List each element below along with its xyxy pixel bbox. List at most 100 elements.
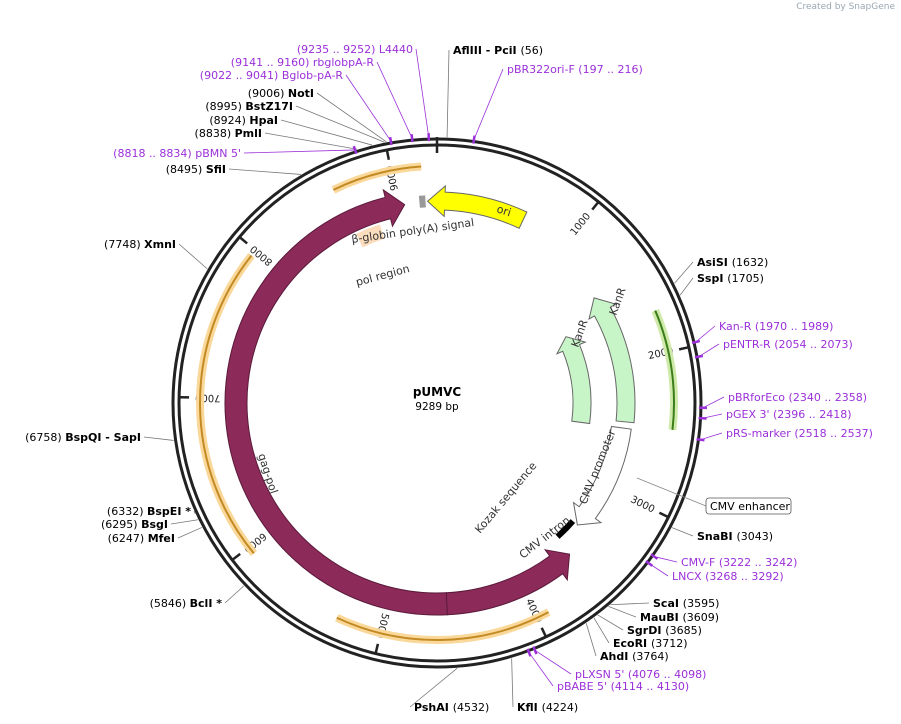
gag-pol-arrow-end [445,549,571,616]
site-coord: (56) [520,44,543,57]
cmv-enhancer-label: CMV enhancer [710,500,790,513]
enzyme-site-label: SgrDI (3685) [627,624,702,637]
feature-arrows [224,184,636,616]
site-name: pENTR-R [723,338,774,351]
site-coord: (4114 .. 4130) [611,680,690,693]
site-name: MauBI [640,611,683,624]
site-name: pRS-marker [726,427,794,440]
site-coord: (7748) [104,238,144,251]
site-name: MfeI [148,532,175,545]
site-coord: (9022 .. 9041) [200,69,282,82]
orf-top-glow [331,162,422,194]
scale-label: 8000 [249,243,276,268]
site-coord: (9141 .. 9160) [231,56,313,69]
site-coord: (4076 .. 4098) [628,668,707,681]
scale-label: 3000 [629,494,657,515]
scale-tick [658,511,669,519]
site-leader [528,652,554,687]
kanr-inner-label: KanR [569,318,591,349]
primer-mark [472,135,476,144]
site-name: XmnI [144,238,176,251]
site-coord: (2518 .. 2537) [794,427,873,440]
site-coord: (3609) [683,611,720,624]
site-leader [295,105,385,143]
site-name: Kan-R [719,320,755,333]
site-coord: (5846) [150,597,190,610]
site-coord: (4224) [542,701,579,714]
site-coord: (3712) [651,637,688,650]
site-coord: (8495) [166,163,206,176]
enzyme-site-label: (6247) MfeI [108,532,175,545]
kanr-outer-arrow [588,297,636,424]
enzyme-site-label: MauBI (3609) [640,611,719,624]
plasmid-name: pUMVC [413,385,462,399]
site-name: pBABE 5' [557,680,611,693]
primer-mark [526,648,532,657]
primer-mark [410,134,414,143]
enzyme-site-label: (8924) HpaI [209,114,278,127]
site-coord: (6247) [108,532,148,545]
site-leader [534,649,572,675]
primer-site-label: (8818 .. 8834) pBMN 5' [113,147,241,160]
site-coord: (6332) [107,505,147,518]
primer-mark [691,339,701,345]
site-leader [674,261,694,284]
site-leader [679,277,694,296]
site-coord: (6295) [101,518,141,531]
site-name: HpaI [249,114,278,127]
site-name: EcoRI [613,637,651,650]
ori-arrow [426,184,528,230]
primer-site-label: (9141 .. 9160) rbglobpA-R [231,56,375,69]
snapgene-credit: Created by SnapGene [796,2,895,12]
primer-mark [532,646,538,655]
site-name: BspEI * [147,505,191,518]
enzyme-site-label: AhdI (3764) [600,650,669,663]
site-leader [178,243,208,270]
site-leader [193,510,196,514]
site-name: pBMN 5' [195,147,241,160]
site-name: PmlI [235,127,262,140]
site-leader [608,606,637,618]
primer-site-label: Kan-R (1970 .. 1989) [719,320,833,333]
site-leader [702,396,725,409]
enzyme-site-label: (6332) BspEI * [107,505,191,518]
site-coord: (3595) [683,597,720,610]
site-name: pBRforEco [728,391,789,404]
enzyme-site-label: SspI (1705) [697,272,764,285]
ori-label: ori [495,202,513,219]
site-name: BspQI - SapI [65,431,141,444]
site-name: BclI * [190,597,223,610]
primer-site-label: (9022 .. 9041) Bglob-pA-R [200,69,344,82]
primer-site-label: pBR322ori-F (197 .. 216) [507,63,643,76]
primer-mark [352,145,358,155]
site-leader [415,48,430,138]
site-name: ScaI [653,597,683,610]
site-name: pGEX 3' [726,408,773,421]
scale-tick [231,552,241,561]
site-leader [654,556,678,563]
site-coord: (9235 .. 9252) [297,43,379,56]
primer-site-label: pRS-marker (2518 .. 2537) [726,427,873,440]
site-leader [264,132,358,150]
site-coord: (8995) [205,100,245,113]
enzyme-site-label: AflIII - PciI (56) [453,44,543,57]
scale-tick [540,627,548,638]
primer-site-label: pBRforEco (2340 .. 2358) [728,391,867,404]
site-leader [409,667,458,708]
site-coord: (3222 .. 3242) [719,556,798,569]
site-leader [511,658,514,708]
cmv-enhancer-box [705,497,792,515]
site-coord: (8818 .. 8834) [113,147,195,160]
site-name: PshAI [414,701,453,714]
site-coord: (9006) [248,87,288,100]
site-coord: (3764) [632,650,669,663]
primer-site-label: (9235 .. 9252) L4440 [297,43,413,56]
site-name: Bglob-pA-R [282,69,344,82]
enzyme-site-label: (9006) NotI [248,87,314,100]
primer-site-label: pBABE 5' (4114 .. 4130) [557,680,689,693]
enzyme-site-label: (8495) SfiI [166,163,226,176]
enzyme-site-label: (7748) XmnI [104,238,176,251]
cmv-enhancer-leader [636,477,707,507]
site-leader [473,68,504,140]
site-name: BsgI [141,518,168,531]
